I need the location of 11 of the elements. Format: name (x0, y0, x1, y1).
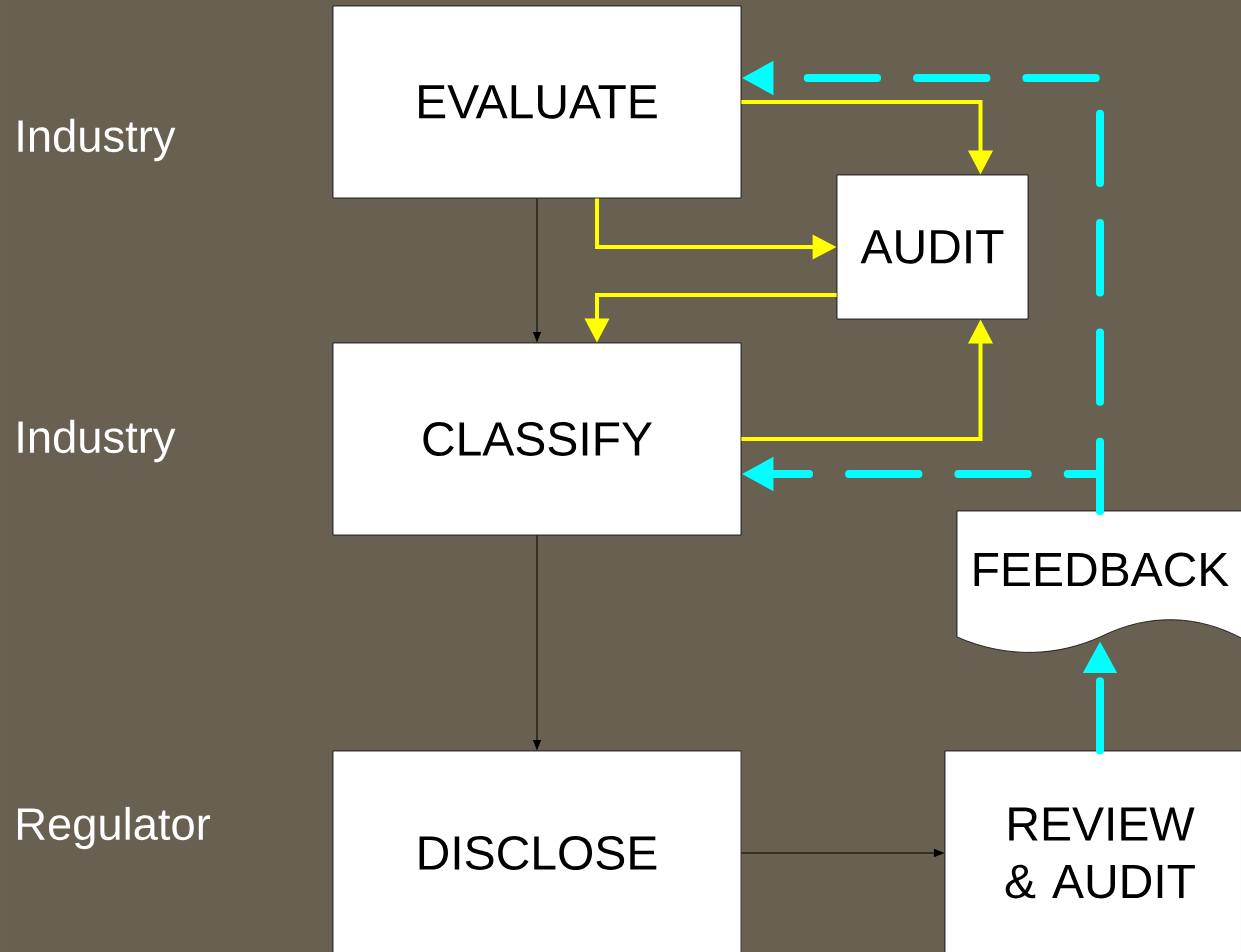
arrow (533, 534, 541, 750)
row-label: Industry (18, 419, 176, 463)
row-label: Industry (18, 118, 176, 162)
process-box: REVIEW & AUDIT (944, 750, 1241, 952)
process-box: DISCLOSE (332, 750, 742, 952)
row-label: Regulator (18, 806, 211, 850)
arrow (740, 849, 944, 857)
arrow (533, 197, 541, 342)
process-box: EVALUATE (332, 5, 742, 199)
process-box: AUDIT (836, 174, 1029, 320)
process-box: CLASSIFY (332, 342, 742, 536)
